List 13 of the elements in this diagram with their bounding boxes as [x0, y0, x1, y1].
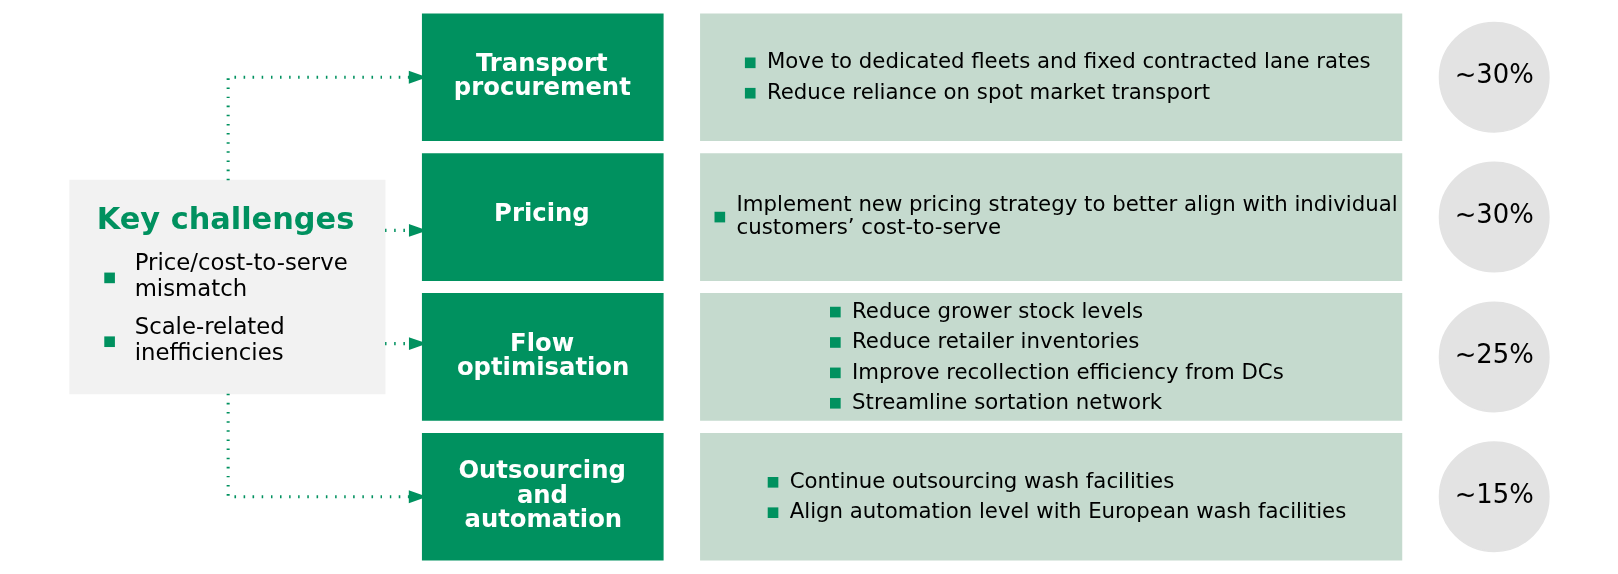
node-box: Key challenges Price/cost-to-serve mismatch Scale-related inefficiencies: [68, 179, 385, 395]
node-circle: ~30%: [1438, 161, 1550, 273]
node-box: Continue outsourcing wash facilities Align automation level with European wash facilities: [699, 432, 1402, 561]
node-box: Outsourcing and automation: [421, 432, 664, 561]
node-box: Reduce grower stock levels Reduce retailer inventories Improve recollection efficiency from DCs Streamline sortation network: [699, 293, 1402, 421]
node-circle: ~25%: [1438, 301, 1550, 413]
node-box: Implement new pricing strategy to better align with individual customers’ cost-to-serve: [699, 153, 1402, 281]
node-circle: ~30%: [1438, 21, 1550, 133]
node-box: Transport procurement: [421, 13, 664, 142]
node-box: Flow optimisation: [421, 293, 664, 421]
node-circle: ~15%: [1438, 441, 1550, 553]
node-box: Pricing: [421, 153, 664, 281]
node-box: Move to dedicated fleets and fixed contracted lane rates Reduce reliance on spot market transport: [699, 13, 1402, 142]
